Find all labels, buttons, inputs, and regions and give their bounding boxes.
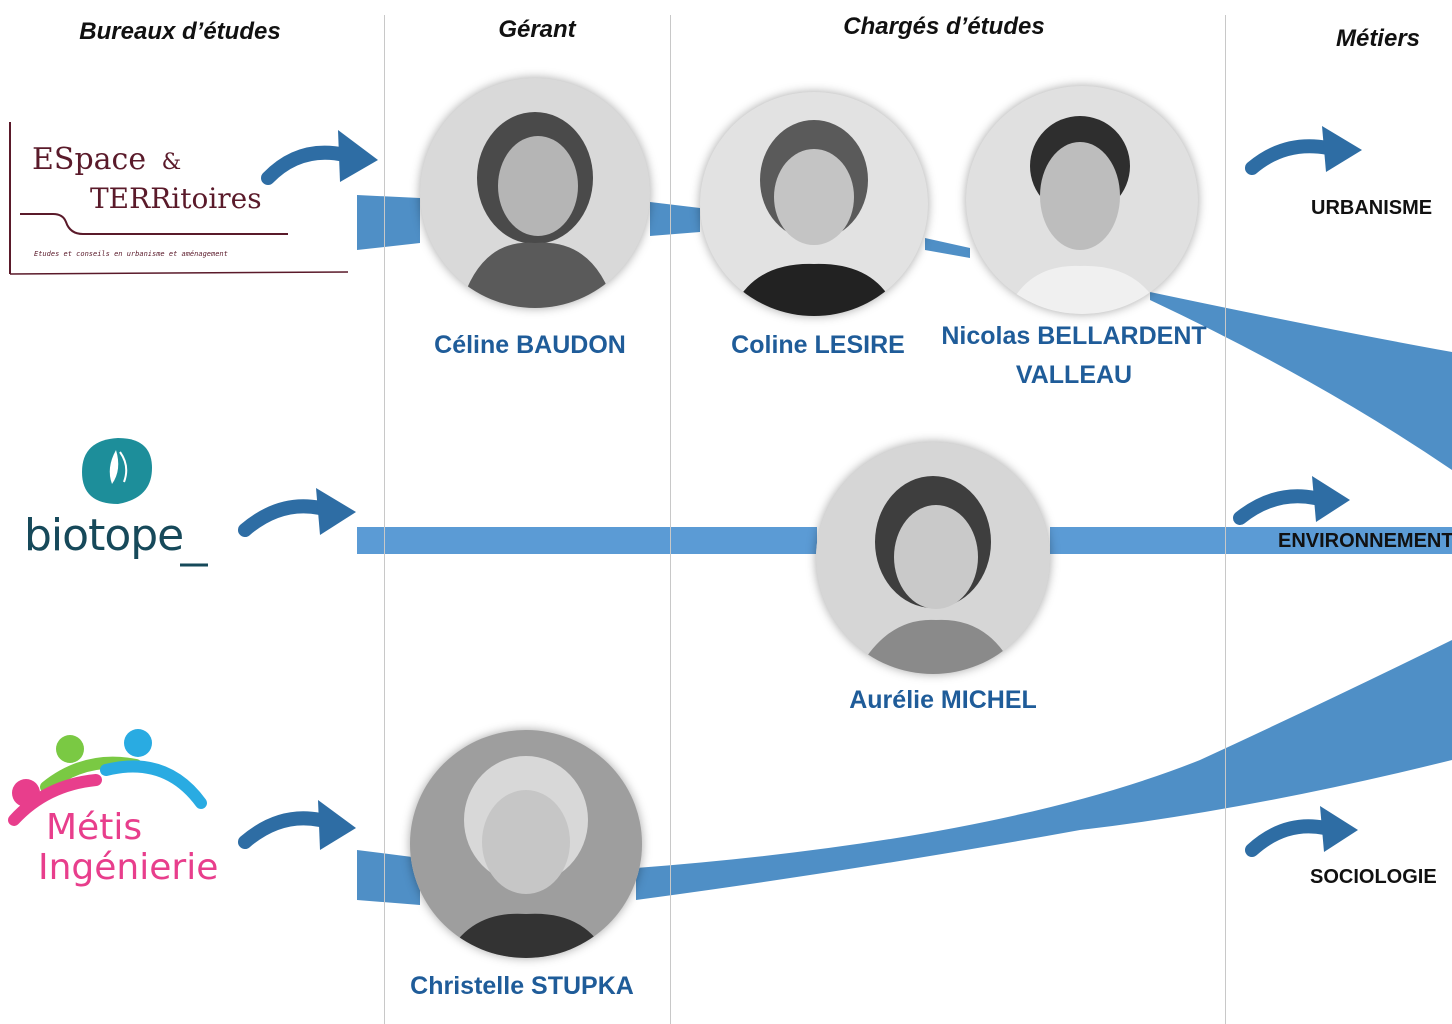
flow-band-metis <box>357 850 420 905</box>
logo-espace-tagline: Etudes et conseils en urbanisme et aména… <box>34 250 228 258</box>
logo-metis-line1: Métis <box>46 807 143 848</box>
photo-nicolas-bellardent-valleau <box>966 86 1198 314</box>
flow-band-celine-coline <box>650 202 700 236</box>
flow-band-coline-nicolas <box>925 238 970 258</box>
metier-urbanisme: URBANISME <box>1311 197 1433 219</box>
name-nicolas-line1: Nicolas BELLARDENT <box>941 322 1207 350</box>
arrow-sociologie <box>1245 819 1332 857</box>
column-divider <box>670 15 671 1024</box>
flow-band-biotope-left <box>357 527 817 554</box>
arrow-environnement <box>1233 489 1322 525</box>
logo-biotope-text: biotope <box>24 510 184 561</box>
name-nicolas-line2: VALLEAU <box>1015 361 1133 389</box>
name-coline-lesire: Coline LESIRE <box>731 331 905 359</box>
logo-biotope: biotope <box>20 432 220 582</box>
name-celine-baudon: Céline BAUDON <box>434 331 626 359</box>
metier-environnement: ENVIRONNEMENT <box>1278 530 1452 552</box>
arrow-metis <box>238 811 327 849</box>
logo-espace-line1: ESpace & <box>32 142 182 177</box>
logo-metis-line2: Ingénierie <box>38 847 219 888</box>
photo-christelle-stupka <box>410 730 642 958</box>
column-divider <box>1225 15 1226 1024</box>
header-gerant: Gérant <box>498 16 576 43</box>
logo-metis-ingenierie: Métis Ingénierie <box>6 725 261 905</box>
header-bureaux: Bureaux d’études <box>79 18 281 45</box>
flow-band-christelle-up <box>636 640 1452 900</box>
arrow-espace <box>261 145 352 185</box>
name-aurelie-michel: Aurélie MICHEL <box>849 686 1037 714</box>
arrow-urbanisme <box>1245 139 1335 175</box>
header-metiers: Métiers <box>1335 25 1421 52</box>
photo-aurelie-michel <box>816 442 1050 674</box>
name-christelle-stupka: Christelle STUPKA <box>410 972 634 1000</box>
header-charges: Chargés d’études <box>843 13 1045 40</box>
arrow-biotope <box>238 499 327 537</box>
flow-band-espace <box>357 195 420 250</box>
logo-espace-line2: TERRitoires <box>90 182 262 215</box>
metier-sociologie: SOCIOLOGIE <box>1310 866 1437 888</box>
flow-band-biotope-right <box>1050 527 1452 554</box>
photo-celine-baudon <box>420 78 650 308</box>
logo-espace-territoires: ESpace & TERRitoires Etudes et conseils … <box>8 122 356 277</box>
photo-coline-lesire <box>700 92 928 316</box>
column-divider <box>384 15 385 1024</box>
